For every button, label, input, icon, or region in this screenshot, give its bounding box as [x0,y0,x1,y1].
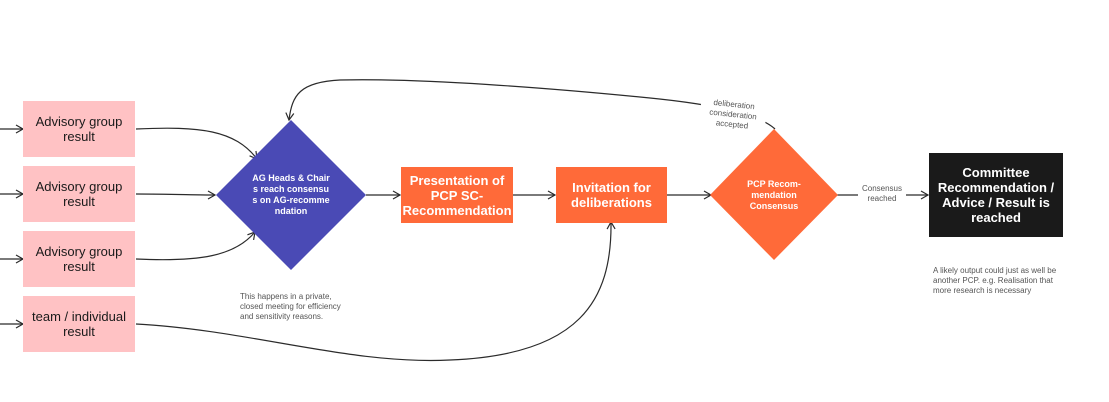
team-individual-result-label: team / individual result [32,309,126,339]
advisory-group-result-2-label: Advisory group result [35,179,123,209]
presentation-box[interactable]: Presentation of PCP SC-Recommendation [401,167,513,223]
invitation-box[interactable]: Invitation for deliberations [556,167,667,223]
likely-output-note: A likely output could just as well be an… [933,266,1057,296]
loop-back-label-text: deliberation consideration accepted [708,97,758,131]
private-meeting-note-text: This happens in a private, closed meetin… [240,292,341,321]
private-meeting-note: This happens in a private, closed meetin… [240,292,352,322]
pcp-consensus-diamond[interactable]: PCP Recom-mendation Consensus [741,175,807,215]
team-individual-result[interactable]: team / individual result [23,296,135,352]
committee-result-box[interactable]: Committee Recommendation / Advice / Resu… [929,153,1063,237]
advisory-group-result-3-label: Advisory group result [35,244,123,274]
consensus-reached-label-text: Consensus reached [861,184,903,203]
edge-advisory-1-to-ag [135,127,258,160]
advisory-group-result-1-label: Advisory group result [35,114,123,144]
presentation-box-label: Presentation of PCP SC-Recommendation [402,172,512,218]
ag-heads-diamond-label: AG Heads & Chairs reach consensus on AG-… [252,173,330,216]
invitation-box-label: Invitation for deliberations [571,180,652,210]
pcp-consensus-diamond-label: PCP Recom-mendation Consensus [747,178,801,211]
advisory-group-result-1[interactable]: Advisory group result [23,101,135,157]
edge-advisory-3-to-ag [135,231,256,261]
ag-heads-diamond[interactable]: AG Heads & Chairs reach consensus on AG-… [251,155,331,235]
likely-output-note-text: A likely output could just as well be an… [933,266,1057,295]
edge-advisory-2-to-ag [135,190,217,200]
ag-heads-diamond-shape [216,120,366,270]
advisory-group-result-2[interactable]: Advisory group result [23,166,135,222]
edge-team-to-invitation [135,220,616,362]
committee-result-box-label: Committee Recommendation / Advice / Resu… [937,165,1055,225]
consensus-reached-label: Consensus reached [858,184,906,204]
advisory-group-result-3[interactable]: Advisory group result [23,231,135,287]
pcp-consensus-diamond-shape [710,129,838,260]
